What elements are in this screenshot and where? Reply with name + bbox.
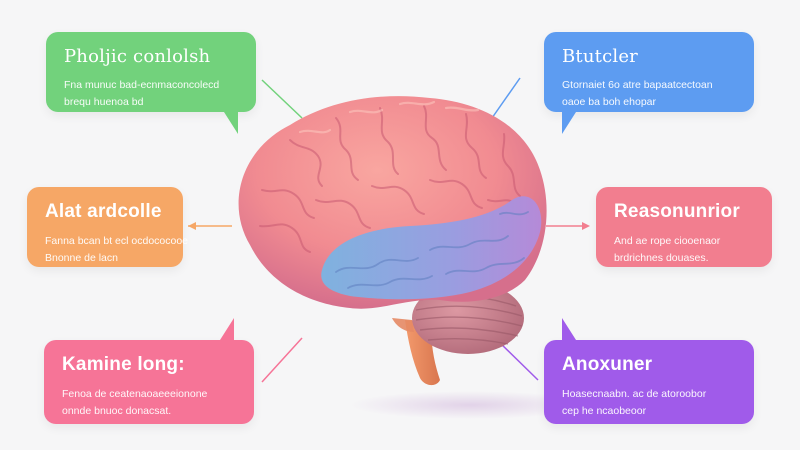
callout-tail <box>562 112 576 134</box>
callout-title: Reasonunrior <box>614 201 740 222</box>
brain-shadow <box>350 391 590 419</box>
arrowhead-mid-left <box>188 222 196 230</box>
callout-tail <box>562 318 576 340</box>
callout-text: And ae rope ciooenaor <box>614 235 721 247</box>
callout-title: Btutcler <box>562 46 638 67</box>
callout-bot-left: Kamine long: Fenoa de ceatenaoaeeeionone… <box>44 340 254 424</box>
connector-bot-right <box>496 339 539 381</box>
callout-text: onnde bnuoc donacsat. <box>62 405 172 417</box>
callout-mid-right: Reasonunrior And ae rope ciooenaor brdri… <box>596 187 772 267</box>
callout-text: cep he ncaobeoor <box>562 405 647 417</box>
callout-text: Fanna bcan bt ecl ocdococooe <box>45 235 189 247</box>
connector-bot-left <box>261 337 303 383</box>
connector-top-left <box>261 79 303 119</box>
callout-text: Fna munuc bad-ecnmaconcolecd <box>64 79 220 91</box>
connector-top-right <box>491 77 521 119</box>
callout-text: brequ huenoa bd <box>64 96 144 108</box>
callout-top-left: Pholjic conlolsh Fna munuc bad-ecnmaconc… <box>46 32 256 112</box>
callout-text: oaoe ba boh ehopar <box>562 96 657 108</box>
callout-mid-left: Alat ardcolle Fanna bcan bt ecl ocdococo… <box>27 187 189 267</box>
callout-text: Bnonne de lacn <box>45 252 118 264</box>
callout-bot-right: Anoxuner Hoasecnaabn. ac de atoroobor ce… <box>544 340 754 424</box>
connector-lines <box>188 77 590 383</box>
callout-title: Alat ardcolle <box>45 201 162 222</box>
callout-text: Fenoa de ceatenaoaeeeionone <box>62 388 208 400</box>
callout-text: Gtornaiet 6o atre bapaatcectoan <box>562 79 713 91</box>
callout-title: Pholjic conlolsh <box>64 46 211 67</box>
callout-tail <box>220 318 234 340</box>
callout-top-right: Btutcler Gtornaiet 6o atre bapaatcectoan… <box>544 32 754 112</box>
callout-title: Kamine long: <box>62 354 185 375</box>
temporal-lobe <box>321 196 542 300</box>
callout-text: brdrichnes douases. <box>614 252 709 264</box>
callout-title: Anoxuner <box>562 354 653 375</box>
arrowhead-mid-right <box>582 222 590 230</box>
callout-text: Hoasecnaabn. ac de atoroobor <box>562 388 707 400</box>
callout-tail <box>224 112 238 134</box>
